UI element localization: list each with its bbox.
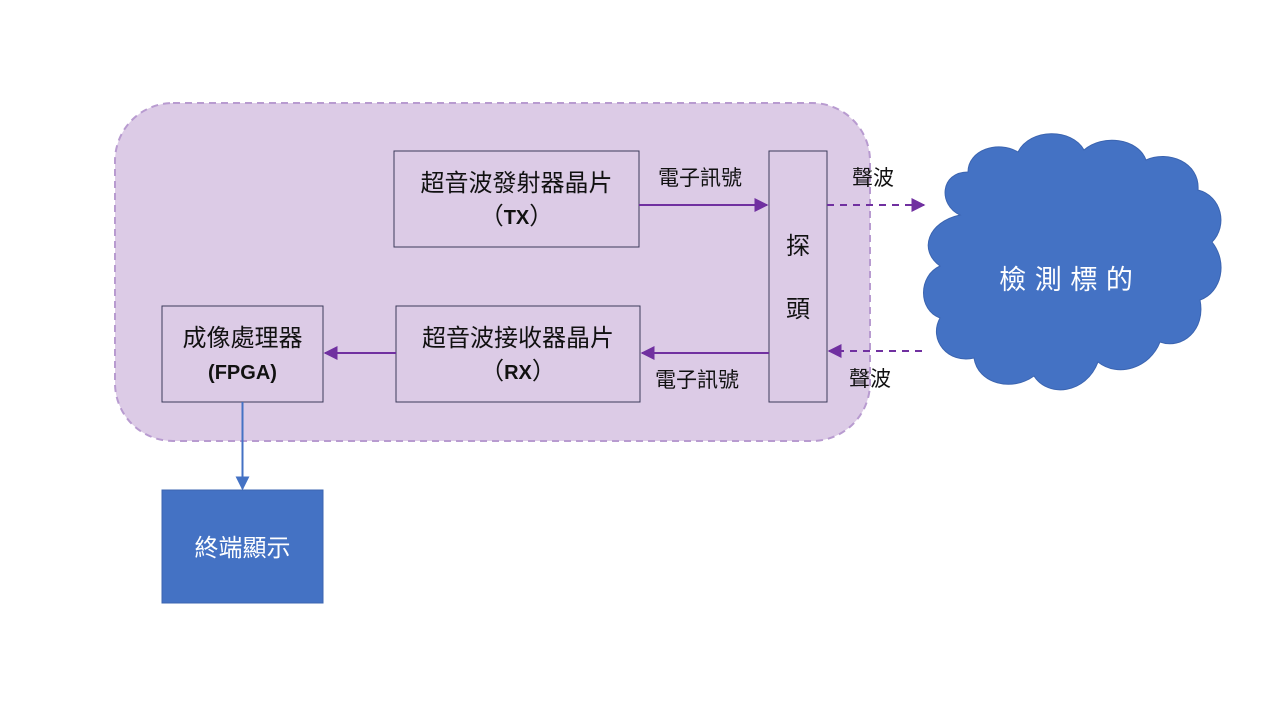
target-cloud-node: 檢 測 標 的 bbox=[923, 133, 1222, 391]
edge-target-to-probe-label: 聲波 bbox=[849, 367, 891, 391]
fpga-processor-code: (FPGA) bbox=[208, 362, 277, 384]
rx-chip-code: （RX） bbox=[480, 357, 556, 385]
tx-chip-node: 超音波發射器晶片 （TX） bbox=[393, 150, 640, 248]
probe-label-char2: 頭 bbox=[786, 295, 810, 323]
edge-probe-to-rx-label: 電子訊號 bbox=[655, 368, 739, 392]
display-node: 終端顯示 bbox=[161, 489, 324, 604]
fpga-processor-node: 成像處理器 (FPGA) bbox=[161, 305, 324, 403]
tx-chip-code: （TX） bbox=[480, 202, 554, 230]
fpga-processor-label: 成像處理器 bbox=[183, 324, 303, 352]
probe-label-char1: 探 bbox=[786, 232, 810, 260]
target-label: 檢 測 標 的 bbox=[999, 265, 1133, 296]
rx-chip-node: 超音波接收器晶片 （RX） bbox=[395, 305, 641, 403]
edge-probe-to-target-label: 聲波 bbox=[852, 166, 894, 190]
tx-chip-label: 超音波發射器晶片 bbox=[421, 169, 613, 197]
cloud-shape bbox=[923, 133, 1222, 391]
probe-node: 探 頭 bbox=[768, 150, 828, 403]
edge-tx-to-probe-label: 電子訊號 bbox=[658, 166, 742, 190]
rx-chip-label: 超音波接收器晶片 bbox=[422, 324, 614, 352]
display-label: 終端顯示 bbox=[195, 534, 291, 562]
system-boundary-region bbox=[114, 102, 871, 442]
